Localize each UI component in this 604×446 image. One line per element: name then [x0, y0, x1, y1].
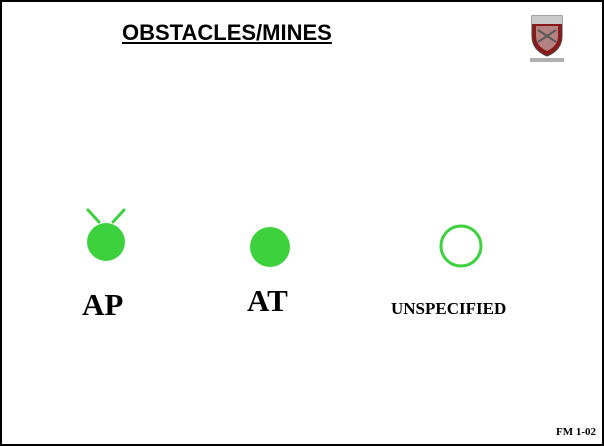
ap-label: AP: [82, 287, 124, 322]
unspecified-mine-symbol: [439, 224, 483, 268]
unspecified-label: UNSPECIFIED: [391, 299, 507, 318]
at-label: AT: [247, 283, 288, 318]
page-title: OBSTACLES/MINES: [122, 20, 332, 45]
footer-reference: FM 1-02: [555, 426, 596, 438]
antipersonnel-mine-symbol: [86, 208, 126, 261]
crest-logo-icon: [530, 15, 564, 62]
antitank-mine-symbol: [250, 227, 290, 267]
